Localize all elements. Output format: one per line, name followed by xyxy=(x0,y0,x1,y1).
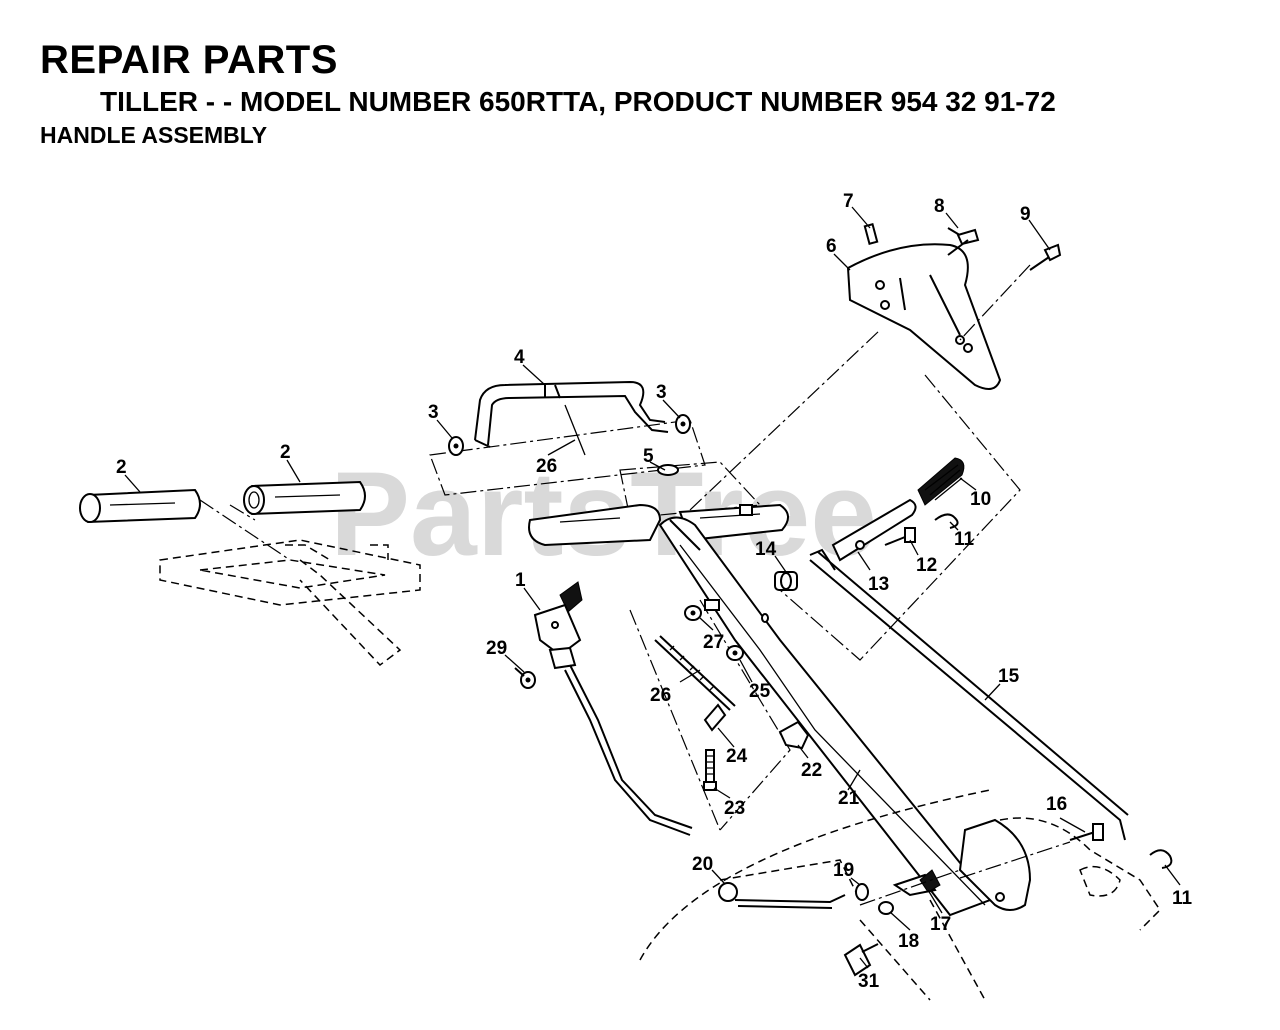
callout-26-lower: 26 xyxy=(650,685,671,706)
bolt-9 xyxy=(959,243,1062,341)
callout-8: 8 xyxy=(934,196,945,217)
ghost-mount-lower xyxy=(639,789,1161,1001)
nut-29 xyxy=(514,667,536,689)
callout-17: 17 xyxy=(930,914,951,935)
panel-bracket xyxy=(779,243,1021,661)
callout-23: 23 xyxy=(724,798,745,819)
callout-5: 5 xyxy=(643,446,654,467)
bolt-31 xyxy=(843,943,879,977)
callout-11-lower: 11 xyxy=(1172,888,1193,909)
nut-25 xyxy=(726,645,744,661)
page-title: REPAIR PARTS xyxy=(40,38,338,82)
callout-4: 4 xyxy=(514,347,525,368)
callout-24: 24 xyxy=(726,746,748,767)
callout-1: 1 xyxy=(515,570,526,591)
ghost-handle-assembly xyxy=(159,499,421,667)
section-heading: HANDLE ASSEMBLY xyxy=(40,122,268,148)
callout-29: 29 xyxy=(486,638,507,659)
model-subtitle: TILLER - - MODEL NUMBER 650RTTA, PRODUCT… xyxy=(100,86,1056,117)
cable-upper xyxy=(564,404,586,456)
clutch-lever xyxy=(533,581,693,836)
bolt-16 xyxy=(959,823,1104,879)
callout-12: 12 xyxy=(916,555,937,576)
callout-22: 22 xyxy=(801,760,822,781)
callout-20: 20 xyxy=(692,854,713,875)
lower-handle-frame xyxy=(528,461,789,547)
callout-labels: 7 8 9 6 4 3 3 5 26 2 2 10 11 12 13 14 15… xyxy=(116,191,1193,992)
callout-3-right: 3 xyxy=(656,382,667,403)
index-plate-17 xyxy=(859,869,961,906)
callout-6: 6 xyxy=(826,236,837,257)
hairpin-11-lower xyxy=(1149,849,1173,869)
grip-right xyxy=(243,480,366,516)
callout-3-left: 3 xyxy=(428,402,439,423)
callout-7: 7 xyxy=(843,191,854,212)
clip-24 xyxy=(703,703,727,732)
pin-7 xyxy=(863,223,879,245)
callout-10: 10 xyxy=(970,489,991,510)
callout-9: 9 xyxy=(1020,204,1031,225)
bolt-12 xyxy=(884,527,916,546)
callout-15: 15 xyxy=(998,666,1020,687)
callout-2-left: 2 xyxy=(116,457,127,478)
main-handle-tube xyxy=(658,516,992,917)
grip-left xyxy=(79,488,201,524)
callout-25: 25 xyxy=(749,681,771,702)
callout-26-upper: 26 xyxy=(536,456,557,477)
leader-lines xyxy=(124,206,1181,969)
callout-16: 16 xyxy=(1046,794,1067,815)
clamp-22 xyxy=(778,720,810,750)
shift-lever xyxy=(809,457,1129,841)
bolt-8 xyxy=(947,227,980,256)
callout-21: 21 xyxy=(838,788,860,809)
screw-23 xyxy=(703,749,717,791)
callout-13: 13 xyxy=(868,574,889,595)
spacer-14 xyxy=(774,571,798,591)
callout-19: 19 xyxy=(833,860,854,881)
callout-18: 18 xyxy=(898,931,919,952)
washer-19 xyxy=(855,883,869,901)
upper-handlebar xyxy=(429,380,706,496)
handle-mount-plate xyxy=(958,818,1032,911)
guide-line-a xyxy=(689,329,881,511)
callout-2-right: 2 xyxy=(280,442,291,463)
callout-14: 14 xyxy=(755,539,777,560)
shift-rod xyxy=(718,882,846,909)
callout-11-upper: 11 xyxy=(954,529,975,550)
hairpin-11-upper xyxy=(934,513,959,529)
callout-31: 31 xyxy=(858,971,880,992)
nut-27 xyxy=(684,599,720,621)
callout-27: 27 xyxy=(703,632,724,653)
nut-18 xyxy=(878,901,894,915)
